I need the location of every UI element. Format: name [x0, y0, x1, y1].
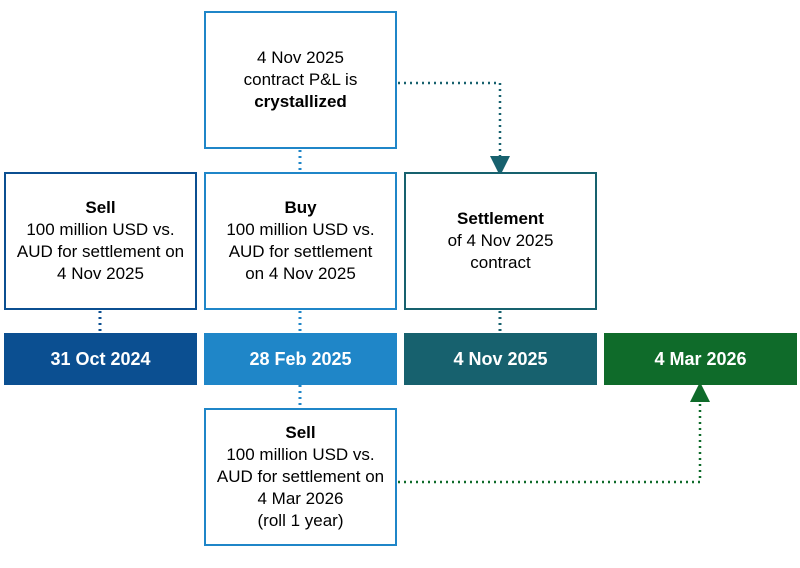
sell-roll-line3: 4 Mar 2026 [257, 489, 344, 508]
buy-2025-head: Buy [284, 198, 317, 217]
date-31-oct-2024: 31 Oct 2024 [4, 333, 197, 385]
sell-2024-head: Sell [85, 198, 116, 217]
date-4-mar-2026: 4 Mar 2026 [604, 333, 797, 385]
date-28-feb-2025: 28 Feb 2025 [204, 333, 397, 385]
sell-2024-line3: 4 Nov 2025 [57, 264, 144, 283]
buy-2025-line2: AUD for settlement [228, 242, 373, 261]
sell-roll-box: Sell 100 million USD vs. AUD for settlem… [204, 408, 397, 546]
sell-roll-line4: (roll 1 year) [257, 511, 344, 530]
sell-2024-box: Sell 100 million USD vs. AUD for settlem… [4, 172, 197, 310]
buy-2025-box: Buy 100 million USD vs. AUD for settleme… [204, 172, 397, 310]
sell-2024-line2: AUD for settlement on [16, 242, 185, 261]
settlement-box: Settlement of 4 Nov 2025 contract [404, 172, 597, 310]
settlement-line1: of 4 Nov 2025 [447, 231, 554, 250]
sell-roll-line2: AUD for settlement on [216, 467, 385, 486]
date-4-nov-2025: 4 Nov 2025 [404, 333, 597, 385]
crystallized-line2: contract P&L is [243, 70, 358, 89]
sell-2024-line1: 100 million USD vs. [26, 220, 175, 239]
sell-roll-head: Sell [285, 423, 316, 442]
crystallized-line3: crystallized [254, 92, 347, 111]
settlement-line2: contract [470, 253, 531, 272]
arrow-roll-to-mar-2026 [398, 382, 710, 484]
crystallized-box: 4 Nov 2025 contract P&L is crystallized [204, 11, 397, 149]
buy-2025-line3: on 4 Nov 2025 [245, 264, 356, 283]
buy-2025-line1: 100 million USD vs. [226, 220, 375, 239]
settlement-head: Settlement [457, 209, 544, 228]
arrow-crystallized-to-settlement [398, 81, 510, 176]
crystallized-line1: 4 Nov 2025 [257, 48, 344, 67]
sell-roll-line1: 100 million USD vs. [226, 445, 375, 464]
